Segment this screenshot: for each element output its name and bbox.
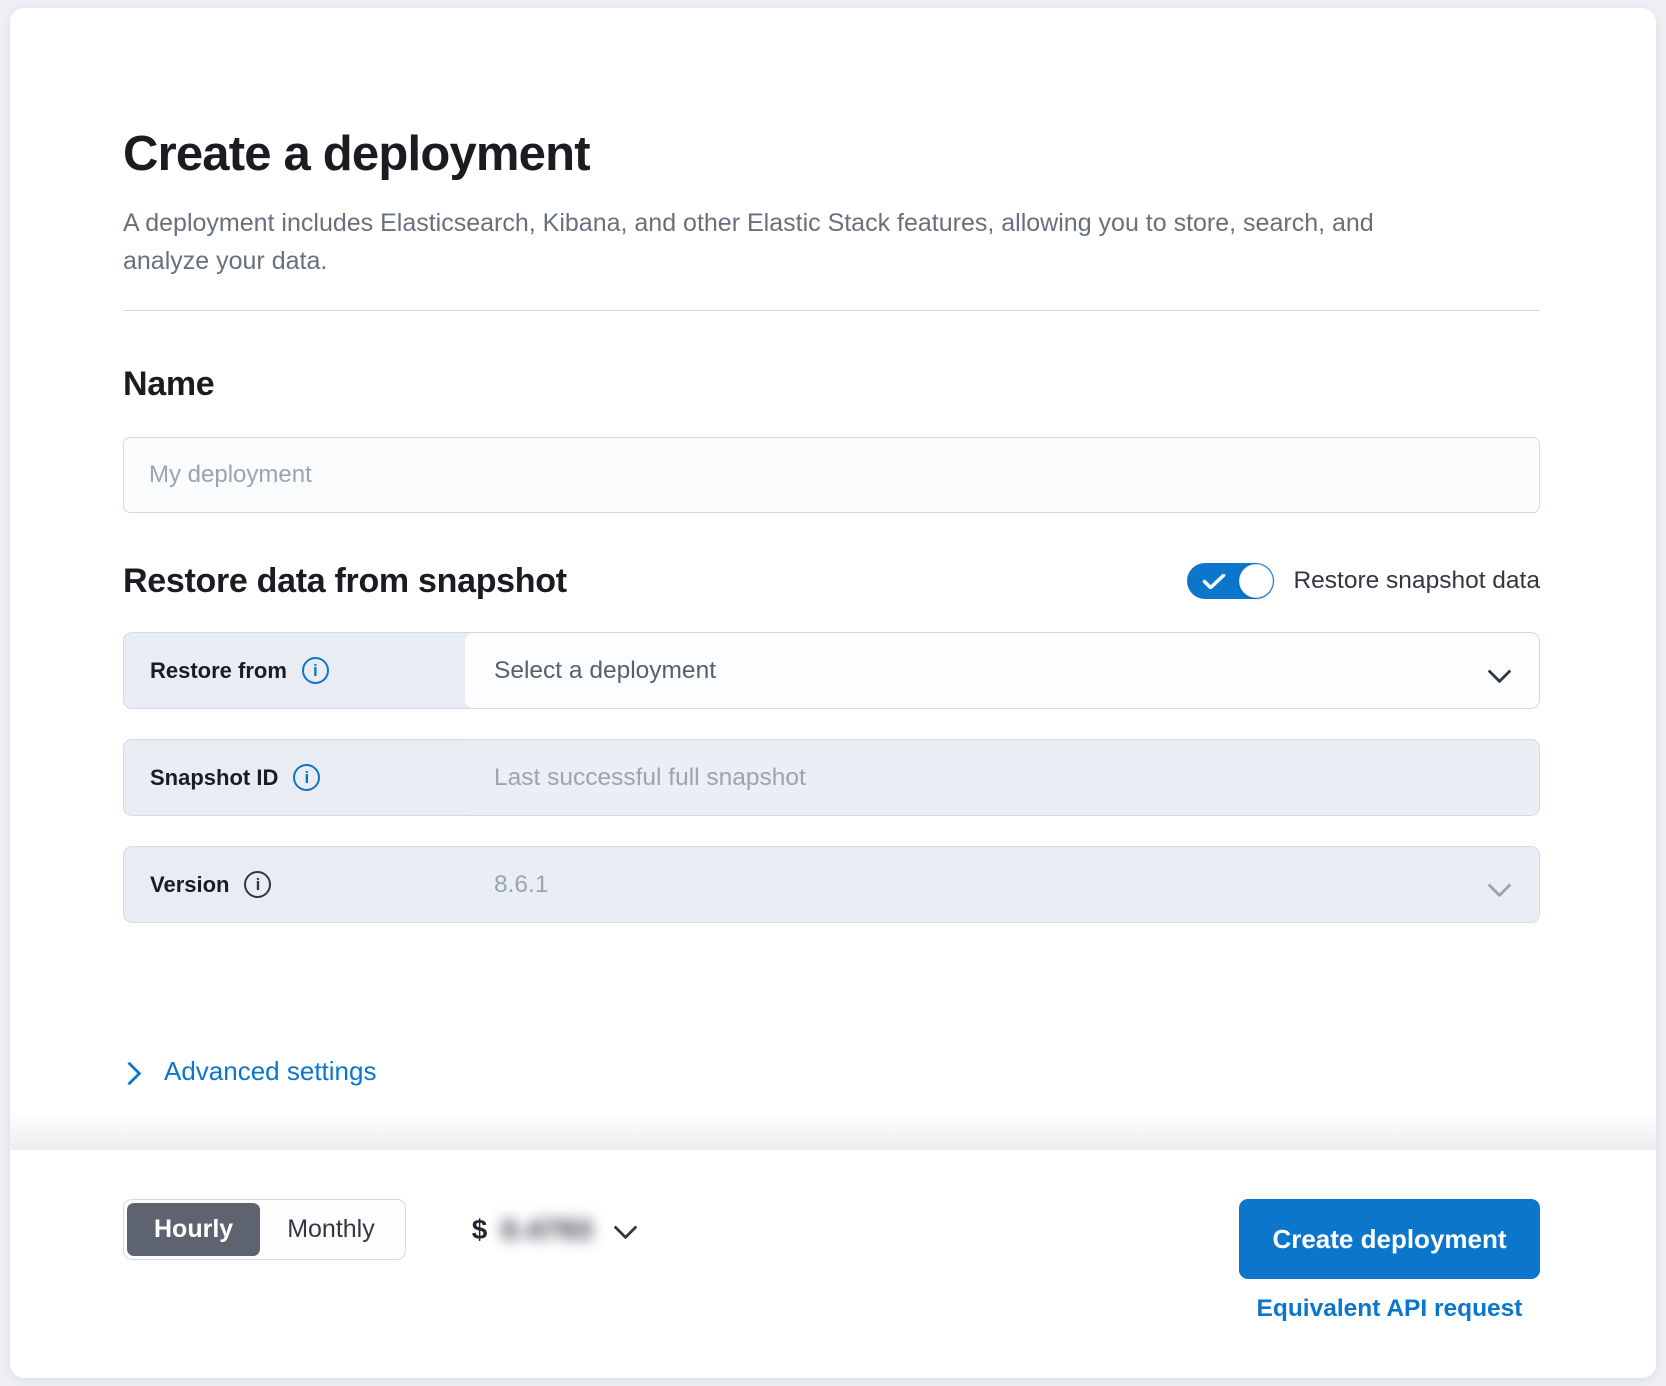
advanced-settings-label: Advanced settings xyxy=(164,1056,377,1086)
i-in-circle-icon[interactable] xyxy=(301,657,329,684)
footer-shadow-gradient xyxy=(10,1112,1656,1150)
price-value-blurred: 0.4793 xyxy=(501,1213,593,1245)
restore-from-row: Restore from Select a deployment xyxy=(123,632,1540,709)
toggle-knob xyxy=(1239,564,1274,598)
billing-and-price: Hourly Monthly $ 0.4793 xyxy=(123,1199,633,1260)
equivalent-api-request-link[interactable]: Equivalent API request xyxy=(1256,1295,1523,1322)
version-label: Version xyxy=(150,871,230,897)
chevron-down-icon xyxy=(1491,880,1507,896)
deployment-name-input[interactable] xyxy=(123,437,1540,513)
version-select-value: 8.6.1 xyxy=(494,870,549,898)
restore-toggle-label: Restore snapshot data xyxy=(1293,567,1540,594)
snapshot-id-label: Snapshot ID xyxy=(150,764,279,790)
billing-interval-group: Hourly Monthly xyxy=(123,1199,406,1260)
page-subtitle: A deployment includes Elasticsearch, Kib… xyxy=(123,209,1374,275)
main-content: Create a deployment A deployment include… xyxy=(10,8,1656,1112)
snapshot-id-row: Snapshot ID Last successful full snapsho… xyxy=(123,739,1540,816)
version-row: Version 8.6.1 xyxy=(123,846,1540,923)
page-title: Create a deployment xyxy=(123,127,591,181)
footer-bar: Hourly Monthly $ 0.4793 Create deploymen… xyxy=(10,1150,1656,1378)
restore-from-select-value: Select a deployment xyxy=(494,656,716,684)
chevron-down-icon xyxy=(1491,666,1507,682)
create-deployment-card: Create a deployment A deployment include… xyxy=(10,8,1656,1378)
restore-from-label-cell: Restore from xyxy=(124,633,465,708)
monthly-button[interactable]: Monthly xyxy=(260,1203,402,1256)
snapshot-id-input: Last successful full snapshot xyxy=(465,740,1539,815)
snapshot-id-placeholder: Last successful full snapshot xyxy=(494,763,806,791)
chevron-right-icon xyxy=(123,1062,137,1082)
chevron-down-icon xyxy=(617,1222,633,1238)
hourly-button[interactable]: Hourly xyxy=(127,1203,261,1256)
restore-from-select[interactable]: Select a deployment xyxy=(465,633,1539,708)
restore-snapshot-toggle[interactable] xyxy=(1187,563,1275,599)
version-select: 8.6.1 xyxy=(465,847,1539,922)
footer-actions: Create deployment Equivalent API request xyxy=(1239,1199,1540,1323)
i-in-circle-icon[interactable] xyxy=(293,764,321,791)
restore-toggle-group: Restore snapshot data xyxy=(1187,563,1540,599)
snapshot-id-label-cell: Snapshot ID xyxy=(124,740,465,815)
i-in-circle-icon[interactable] xyxy=(244,871,272,898)
restore-from-label: Restore from xyxy=(150,657,287,683)
price-dropdown[interactable]: $ 0.4793 xyxy=(472,1214,633,1246)
advanced-settings-link[interactable]: Advanced settings xyxy=(123,1056,376,1087)
version-label-cell: Version xyxy=(124,847,465,922)
divider xyxy=(123,310,1540,311)
name-heading: Name xyxy=(123,365,215,403)
check-icon xyxy=(1203,574,1226,589)
restore-section-heading: Restore data from snapshot xyxy=(123,562,567,600)
price-currency: $ xyxy=(471,1213,488,1245)
restore-section-header: Restore data from snapshot Restore snaps… xyxy=(123,560,1540,602)
create-deployment-button[interactable]: Create deployment xyxy=(1239,1199,1540,1279)
